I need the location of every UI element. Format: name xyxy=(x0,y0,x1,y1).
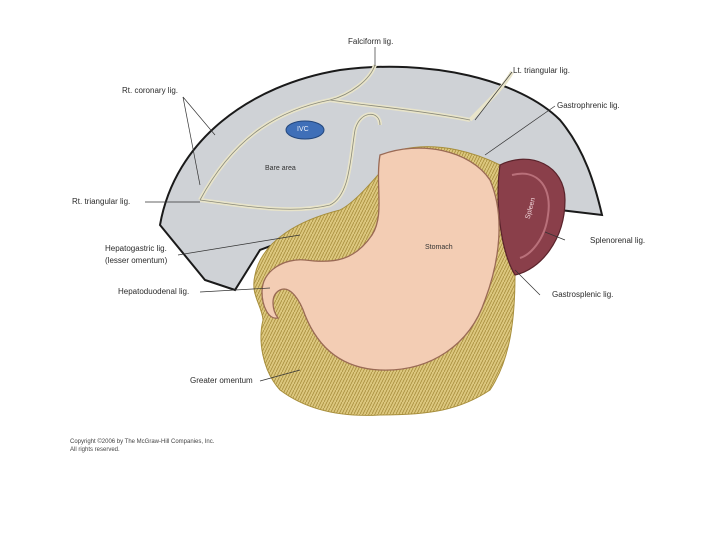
label-lt-triangular: Lt. triangular lig. xyxy=(513,66,570,76)
label-stomach: Stomach xyxy=(425,244,453,251)
label-rt-triangular: Rt. triangular lig. xyxy=(72,197,130,207)
copyright-line2: All rights reserved. xyxy=(70,446,214,454)
label-falciform: Falciform lig. xyxy=(348,37,393,47)
label-greater-omentum: Greater omentum xyxy=(190,376,253,386)
label-hepatogastric: Hepatogastric lig. xyxy=(105,244,167,254)
label-gastrophrenic: Gastrophrenic lig. xyxy=(557,101,620,111)
label-bare-area: Bare area xyxy=(265,165,296,172)
label-rt-coronary: Rt. coronary lig. xyxy=(122,86,178,96)
label-splenorenal: Splenorenal lig. xyxy=(590,236,645,246)
label-gastrosplenic: Gastrosplenic lig. xyxy=(552,290,613,300)
copyright-notice: Copyright ©2006 by The McGraw-Hill Compa… xyxy=(70,438,214,454)
copyright-line1: Copyright ©2006 by The McGraw-Hill Compa… xyxy=(70,438,214,446)
label-ivc: IVC xyxy=(297,126,309,133)
label-lesser-omentum: (lesser omentum) xyxy=(105,256,167,266)
label-hepatoduodenal: Hepatoduodenal lig. xyxy=(118,287,189,297)
